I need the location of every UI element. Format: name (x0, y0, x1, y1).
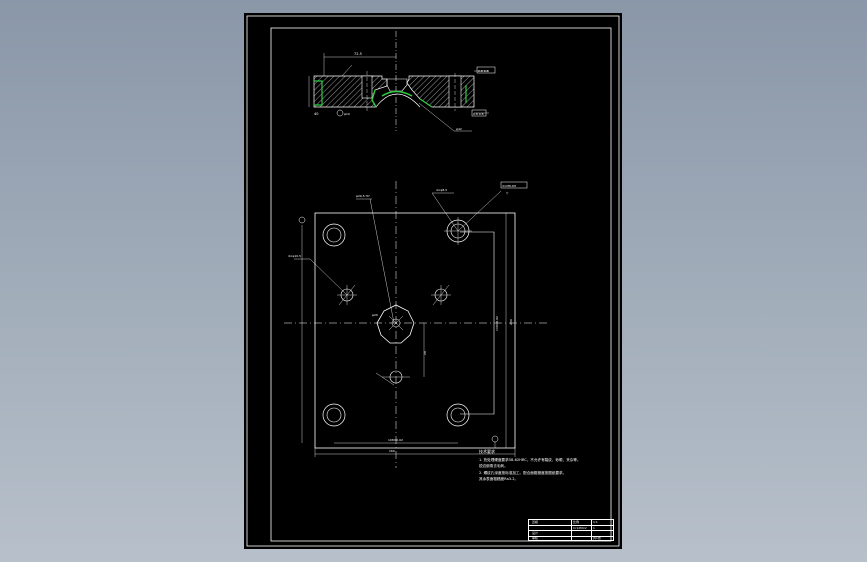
plate-outline (314, 212, 516, 449)
tb-material: Cr12MoV (573, 525, 587, 530)
section-bottom-left-label: φ10 (344, 112, 350, 116)
section-flat-tag-right: 0.8 0.8 (478, 69, 489, 73)
drawing-sheet[interactable]: 72.5 40 0.8 0.8 0.8 0.8 φ42 φ10 (244, 13, 622, 549)
section-bottom-right-label: φ42 (456, 127, 462, 131)
green-surface-right (419, 98, 433, 108)
roughness-symbol-icon (491, 435, 499, 443)
dim-small-offset: 20 (423, 351, 427, 355)
corner-hole-br (446, 403, 470, 427)
tb-designer: 设计 (532, 531, 539, 535)
green-surface-left (314, 80, 323, 106)
section-view: 72.5 40 0.8 0.8 0.8 0.8 φ42 φ10 (308, 31, 496, 132)
tech-note-line: 1. 热处理硬度要求58-62HRC，不允许有裂纹、砂眼、夹杂等。 (479, 458, 581, 463)
tb-sheet: 共1张 (593, 536, 601, 540)
section-center (386, 78, 408, 92)
corner-hole-tl (322, 223, 346, 247)
section-flat-tag-lower: 0.8 0.8 (473, 112, 484, 116)
callout-top-left: φ29.5 H7 (356, 194, 370, 198)
outer-frame (246, 15, 620, 547)
tb-checker: 审核 (532, 536, 539, 540)
tb-scale-value: 1:1 (593, 520, 598, 524)
section-left-dim: 40 (314, 112, 318, 116)
corner-hole-bl (322, 403, 346, 427)
tb-qty: 1 (593, 525, 595, 530)
tech-note-line: 其余表面粗糙度Ra3.2。 (479, 476, 519, 481)
dim-outer-width: 160 (389, 449, 395, 453)
inner-frame (270, 27, 612, 542)
tb-drawing-name: 凹模 (532, 520, 539, 524)
technical-notes: 技术要求 1. 热处理硬度要求58-62HRC，不允许有裂纹、砂眼、夹杂等。 锐… (479, 449, 609, 482)
thread-hole-bottom (375, 370, 410, 386)
section-right-block (406, 75, 475, 108)
tech-notes-title: 技术要求 (479, 449, 495, 454)
dim-right-height: 130±0.02 (495, 316, 499, 331)
section-top-dim: 72.5 (354, 52, 362, 56)
tech-note-line: 锐边倒角去毛刺。 (479, 464, 508, 469)
callout-center-top: 4×φ8.5 (436, 188, 447, 192)
callout-left: 4×φ10.5 (288, 254, 301, 258)
dim-inner-width: 108±0.02 (388, 438, 403, 442)
callout-top-right: 4×M8-6H (502, 184, 516, 188)
callout-top-right-sub: ▽ (506, 191, 509, 195)
section-left-block (313, 75, 388, 108)
green-surface-arc (381, 90, 413, 97)
dim-bore: φ20 (372, 313, 378, 317)
dim-outer-height: 200 (509, 319, 513, 325)
die-opening (376, 304, 415, 344)
thread-hole-right (431, 284, 451, 306)
green-surface-center (371, 89, 377, 108)
tech-note-line: 2. 螺纹孔深度按标准加工。配合面粗糙度按图纸要求。 (479, 470, 567, 475)
drawing-canvas: 72.5 40 0.8 0.8 0.8 0.8 φ42 φ10 (246, 15, 620, 547)
plan-view: φ29.5 H7 4×φ8.5 4×M8-6H ▽ 4×φ10.5 (284, 181, 550, 468)
title-block: 凹模 比例 1:1 Cr12MoV 1 设计 审核 共1张 (528, 519, 614, 541)
tb-scale-label: 比例 (573, 520, 580, 524)
